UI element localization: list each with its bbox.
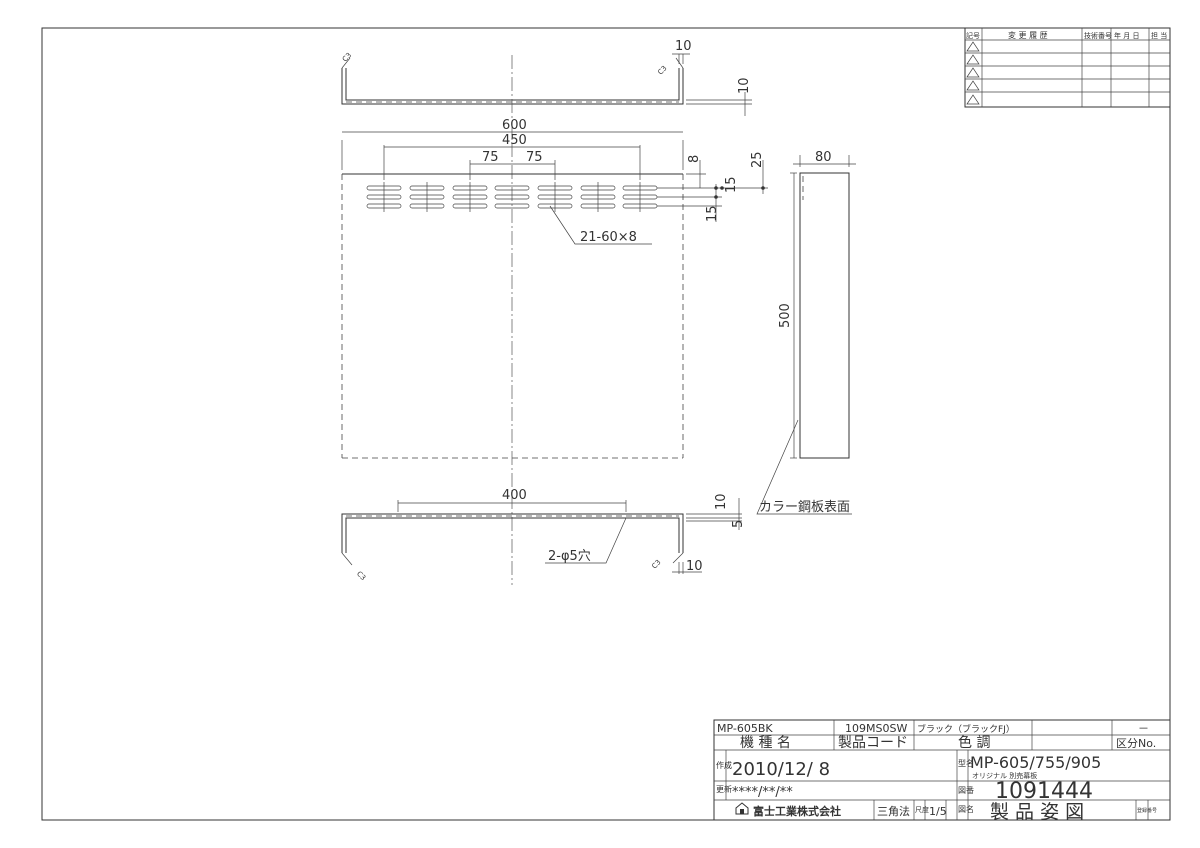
- section-mark-top-right: C3: [656, 64, 668, 76]
- hole-spec-label: 2-φ5穴: [548, 549, 591, 564]
- dash-value: －: [1138, 722, 1149, 735]
- dim-bottom-flange-height: 10: [714, 493, 729, 510]
- scale-label: 尺度: [915, 805, 929, 814]
- company-name: 富士工業株式会社: [753, 804, 841, 818]
- scale-value: 1/5: [929, 805, 947, 818]
- dim-bottom-flange-offset: 5: [731, 520, 746, 528]
- dim-top-flange-height: 10: [737, 77, 752, 94]
- type-sub: オリジナル 別売幕板: [972, 771, 1037, 780]
- type-name: MP-605/755/905: [970, 753, 1101, 772]
- registered-no-label: 登録番号: [1137, 807, 1157, 814]
- front-view: 600 450 75 75: [341, 118, 768, 459]
- section-mark-bottom-left: C3: [355, 570, 367, 582]
- dim-depth: 80: [815, 150, 832, 165]
- bottom-view: C3 C3 400 2-φ5穴 10 5 10 カラー鋼板表面: [341, 419, 852, 582]
- created-date: 2010/12/ 8: [732, 759, 830, 780]
- top-view: C3 C3 10 10: [341, 39, 752, 116]
- slot-group: [409, 182, 445, 212]
- slot-group: [622, 182, 658, 212]
- dim-slot-pitch: 15: [724, 176, 739, 193]
- dim-pitch-left: 75: [482, 150, 499, 165]
- projection-method: 三角法: [877, 804, 910, 818]
- dim-vent-group-height: 25: [750, 151, 765, 168]
- class-no-label: 区分No.: [1116, 737, 1156, 750]
- dim-pitch-right: 75: [526, 150, 543, 165]
- section-mark-top-left: C3: [341, 51, 353, 63]
- title-block: MP-605BK 109MS0SW ブラック（ブラックFJ） － 機 種 名 製…: [713, 719, 1171, 823]
- dim-vent-span: 450: [502, 133, 527, 148]
- created-label: 作成: [716, 760, 732, 770]
- revised-label: 更新: [716, 784, 732, 794]
- revision-header-history: 変 更 履 歴: [1008, 30, 1048, 40]
- dim-slot-pitch-lower: 15: [705, 205, 720, 222]
- dim-hole-span: 400: [502, 488, 527, 503]
- revision-header-date: 年 月 日: [1114, 31, 1139, 40]
- revision-header-mark: 記号: [966, 31, 980, 40]
- revision-table: 記号 変 更 履 歴 技術番号 年 月 日 担 当: [964, 27, 1171, 108]
- revision-marks: [966, 41, 980, 105]
- model-value: MP-605BK: [717, 722, 773, 735]
- dim-top-offset: 8: [687, 155, 702, 163]
- revised-date: ****/**/**: [732, 785, 793, 800]
- slot-spec-label: 21-60×8: [580, 230, 637, 245]
- dim-top-flange-edge: 10: [675, 39, 692, 54]
- slot-group: [494, 185, 530, 209]
- drawing-name-label: 図名: [958, 804, 974, 814]
- slot-group: [580, 182, 616, 212]
- color-label: 色 調: [958, 734, 990, 751]
- drawing-no-label: 図番: [958, 785, 974, 795]
- slot-group: [537, 182, 573, 212]
- surface-note-label: カラー鋼板表面: [759, 500, 850, 515]
- slot-group: [452, 182, 488, 212]
- model-label: 機 種 名: [740, 735, 791, 751]
- drawing-no: 1091444: [995, 779, 1093, 804]
- section-mark-bottom-right: C3: [650, 558, 662, 570]
- product-code-label: 製品コード: [838, 735, 908, 751]
- side-view: 80 500: [778, 150, 856, 459]
- type-label: 型名: [958, 758, 974, 768]
- sheet-border: [41, 27, 1171, 821]
- dim-height: 500: [778, 303, 793, 328]
- dim-overall-width: 600: [502, 118, 527, 133]
- slot-group: [366, 182, 402, 212]
- product-code-value: 109MS0SW: [845, 722, 907, 735]
- company-logo: [735, 802, 749, 815]
- revision-header-tech-no: 技術番号: [1084, 31, 1112, 40]
- drawing-name: 製 品 姿 図: [990, 801, 1084, 823]
- revision-header-person: 担 当: [1151, 31, 1167, 40]
- color-value: ブラック（ブラックFJ）: [917, 723, 1015, 735]
- dim-bottom-flange-edge: 10: [686, 559, 703, 574]
